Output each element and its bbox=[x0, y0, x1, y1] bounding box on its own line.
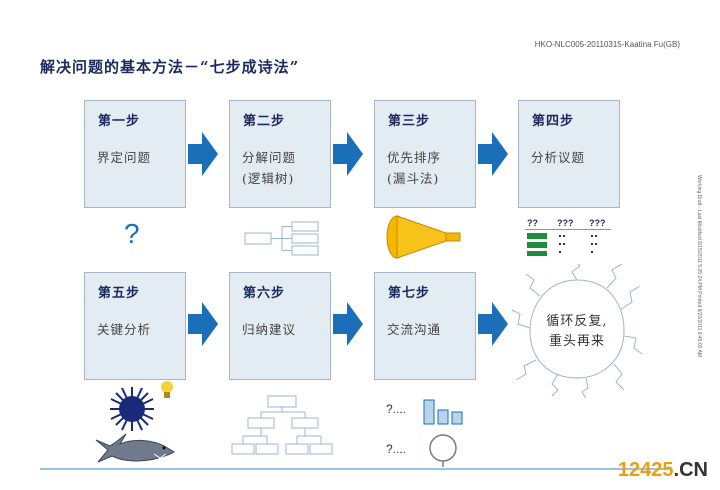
step-5-box: 第五步 关键分析 bbox=[84, 272, 186, 380]
shark-icon bbox=[95, 433, 176, 463]
step-text: 关键分析 bbox=[97, 322, 152, 337]
step-text: 分析议题 bbox=[531, 150, 586, 165]
analysis-header: ?? bbox=[527, 218, 538, 228]
watermark: 12425.CN bbox=[617, 459, 708, 481]
burst-icon bbox=[512, 264, 642, 398]
sea-urchin-icon bbox=[110, 387, 154, 431]
step-label: 第六步 bbox=[243, 286, 286, 301]
arrow-right-icon bbox=[478, 132, 508, 176]
arrow-right-icon bbox=[333, 302, 363, 346]
step-label: 第七步 bbox=[388, 286, 431, 301]
step-1-box: 第一步 界定问题 bbox=[84, 100, 186, 208]
step-text: 界定问题 bbox=[97, 150, 152, 165]
arrow-right-icon bbox=[188, 302, 218, 346]
comm-prompt: ?.... bbox=[386, 442, 407, 456]
doc-id: HKO-NLC005-20110315-Kaatina Fu(GB) bbox=[534, 40, 680, 49]
step-6-box: 第六步 归纳建议 bbox=[229, 272, 331, 380]
step-2-box: 第二步 分解问题(逻辑树) bbox=[229, 100, 331, 208]
footer-divider bbox=[40, 468, 670, 470]
arrow-right-icon bbox=[333, 132, 363, 176]
magnifier-icon bbox=[429, 434, 457, 467]
bar-chart-icon bbox=[423, 399, 463, 425]
step-text: 交流沟通 bbox=[387, 322, 442, 337]
step-3-box: 第三步 优先排序(漏斗法) bbox=[374, 100, 476, 208]
side-note: Working Draft - Last Modified 9/15/2011 … bbox=[696, 175, 702, 358]
arrow-right-icon bbox=[188, 132, 218, 176]
step-label: 第二步 bbox=[243, 114, 286, 129]
light-bulb-icon bbox=[161, 381, 173, 398]
arrow-right-icon bbox=[478, 302, 508, 346]
page-title: 解决问题的基本方法－“七步成诗法” bbox=[40, 58, 300, 76]
step-7-box: 第七步 交流沟通 bbox=[374, 272, 476, 380]
step-4-box: 第四步 分析议题 bbox=[518, 100, 620, 208]
step-text: 优先排序(漏斗法) bbox=[387, 150, 442, 186]
analysis-table-icon bbox=[525, 229, 611, 256]
org-tree-icon bbox=[231, 395, 333, 455]
step-label: 第一步 bbox=[98, 114, 141, 129]
comm-prompt: ?.... bbox=[386, 402, 407, 416]
question-mark-icon: ? bbox=[124, 218, 140, 249]
step-label: 第五步 bbox=[98, 286, 141, 301]
logic-tree-icon bbox=[244, 221, 319, 256]
step-label: 第三步 bbox=[388, 114, 431, 129]
step-label: 第四步 bbox=[532, 114, 575, 129]
cycle-text: 循环反复, 重头再来 bbox=[546, 314, 608, 349]
step-text: 归纳建议 bbox=[242, 322, 297, 337]
funnel-icon bbox=[386, 215, 461, 259]
step-text: 分解问题(逻辑树) bbox=[242, 150, 297, 186]
analysis-header: ??? bbox=[557, 218, 574, 228]
analysis-header: ??? bbox=[589, 218, 606, 228]
